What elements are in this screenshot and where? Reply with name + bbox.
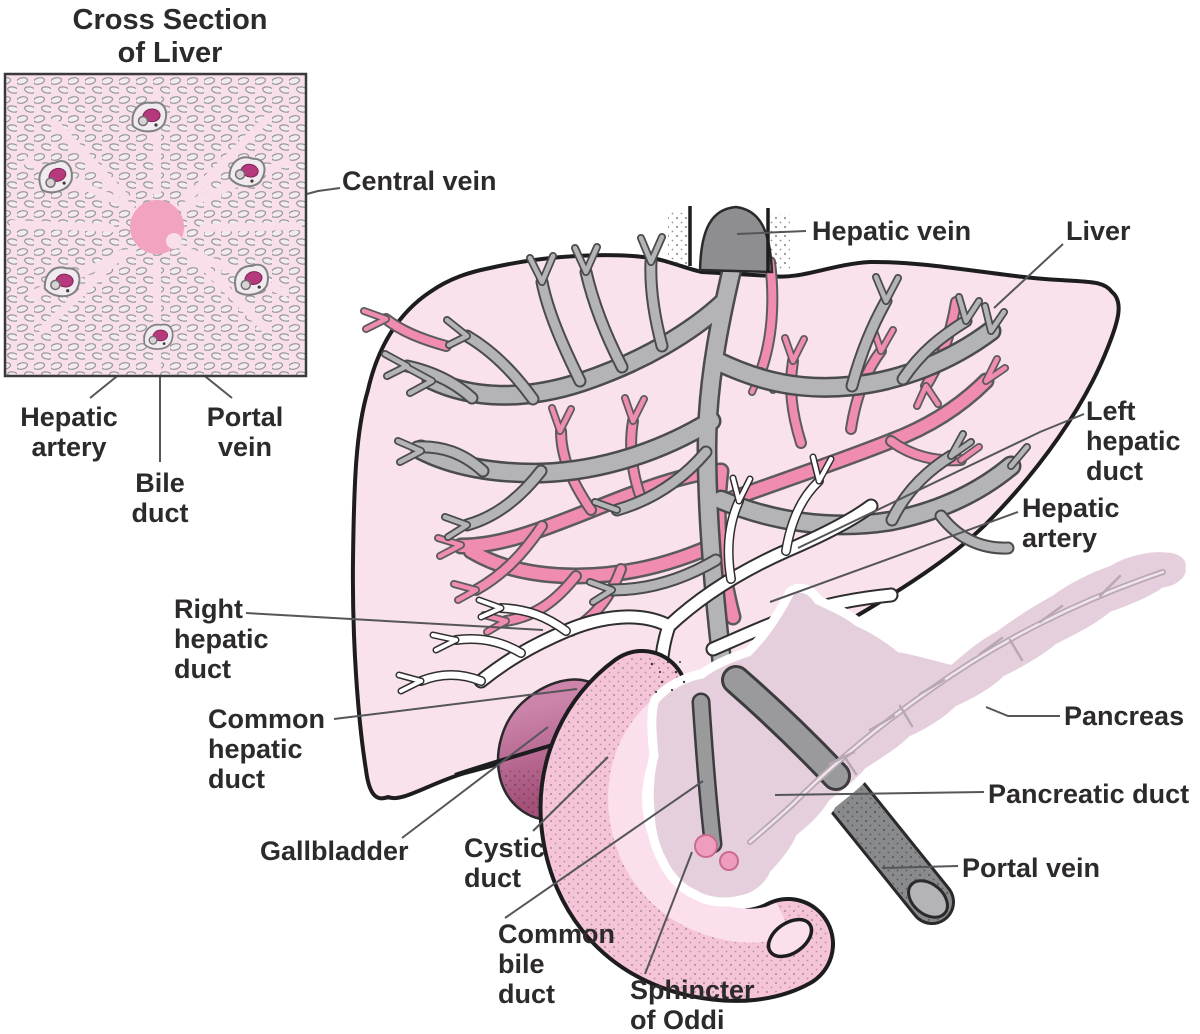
hepatic-vein-tree [381,233,1031,675]
leader-gallbladder [401,726,549,839]
leader-hepatic-vein [736,230,807,235]
label-inset-hepatic-artery: Hepatic artery [20,402,118,462]
label-portal-vein: Portal vein [962,853,1101,883]
label-left-hepatic-duct: Left hepatic duct [1086,396,1181,486]
label-hepatic-vein: Hepatic vein [812,216,972,246]
label-liver: Liver [1066,216,1131,246]
portal-vein-tube [809,755,955,925]
leader-sphincter-of-oddi [644,851,693,975]
leader-liver [993,243,1064,309]
leader-pancreatic-duct [774,791,985,796]
leader-common-hepatic-duct [333,688,578,720]
leader-left-hepatic-duct [797,413,1085,549]
cross-section-inset [3,72,308,378]
leader-cystic-duct [532,756,609,832]
leader-lines [89,187,1085,975]
label-pancreatic-duct: Pancreatic duct [988,779,1190,809]
hepatic-vein-stub [668,205,790,274]
label-central-vein: Central vein [342,166,497,196]
label-inset-portal-vein: Portal vein [206,402,284,462]
leader-right-hepatic-duct [245,612,544,631]
inset-border [3,72,308,378]
label-common-hepatic-duct: Common hepatic duct [208,704,325,794]
label-hepatic-artery: Hepatic artery [1022,493,1120,553]
label-gallbladder: Gallbladder [260,836,409,866]
central-vein-notch [166,233,182,249]
leader-hepatic-artery [769,511,1019,603]
duodenum-shape [538,649,835,1003]
label-common-bile-duct: Common bile duct [498,919,615,1009]
leader-pancreas [985,706,1060,717]
hilum-stipple [650,660,686,694]
sphincter-dots [694,834,739,871]
label-right-hepatic-duct: Right hepatic duct [174,594,269,684]
common-bile-duct-channel [691,665,851,854]
leader-common-bile-duct [504,780,704,919]
pancreatic-duct-line [747,569,1166,845]
label-pancreas: Pancreas [1064,701,1185,731]
label-inset-bile-duct: Bile duct [131,468,189,528]
inset-title: Cross Section of Liver [72,4,268,69]
sinusoid-spokes [9,94,303,370]
label-sphincter-of-oddi: Sphincter of Oddi [630,975,755,1034]
label-cystic-duct: Cystic duct [464,833,546,893]
leader-portal-vein [881,865,959,869]
